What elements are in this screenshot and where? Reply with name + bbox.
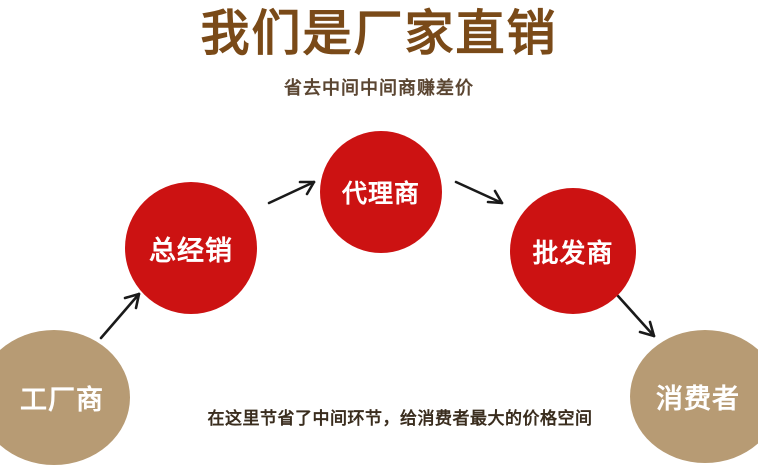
node-agent: 代理商 xyxy=(320,131,442,253)
node-wholesaler-label: 批发商 xyxy=(532,238,614,269)
node-wholesaler: 批发商 xyxy=(510,188,636,314)
node-agent-label: 代理商 xyxy=(341,179,420,208)
node-factory-label: 工厂商 xyxy=(20,385,104,416)
arrow-agent-to-wholesaler xyxy=(454,180,504,205)
node-consumer: 消费者 xyxy=(630,330,758,463)
node-factory: 工厂商 xyxy=(0,330,130,465)
arrow-wholesaler-to-consumer xyxy=(616,294,656,338)
bottom-arrow-caption: 在这里节省了中间环节，给消费者最大的价格空间 xyxy=(207,409,593,429)
arrow-factory-to-distributor xyxy=(99,292,141,340)
arrow-distributor-to-agent xyxy=(267,180,316,205)
node-distributor: 总经销 xyxy=(125,182,257,314)
node-consumer-label: 消费者 xyxy=(656,384,740,415)
node-distributor-label: 总经销 xyxy=(149,235,233,267)
page-title: 我们是厂家直销 xyxy=(200,5,558,62)
arrow-factory-to-consumer-direct xyxy=(640,379,658,397)
page-subtitle: 省去中间中间商赚差价 xyxy=(284,78,474,99)
